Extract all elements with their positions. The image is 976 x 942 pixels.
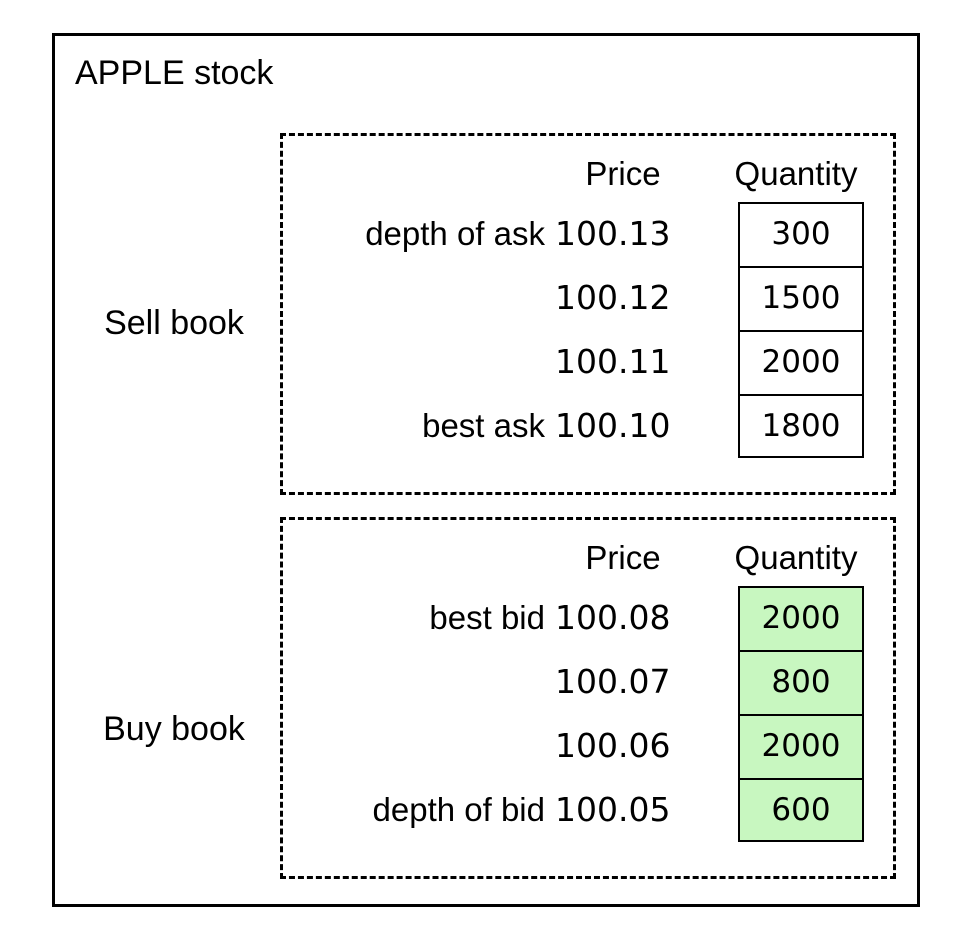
sell-row-tag: best ask: [422, 407, 545, 444]
order-book-panel: APPLE stock Sell book Buy book Price Qua…: [52, 33, 920, 907]
buy-row-tag: depth of bid: [372, 791, 545, 828]
buy-book-side-label: Buy book: [103, 710, 245, 748]
buy-row-quantity: 2000: [738, 586, 864, 650]
buy-row-tag: [283, 650, 545, 714]
buy-book-price-header: Price: [585, 539, 661, 576]
sell-row-price: 100.10: [555, 406, 671, 445]
buy-row-price: 100.05: [555, 790, 671, 829]
buy-book-quantity-header: Quantity: [734, 539, 858, 576]
buy-book-header-row: Price Quantity: [283, 536, 893, 580]
sell-row-price: 100.13: [555, 214, 671, 253]
buy-book-container: Price Quantity best bid 100.08 2000 100.…: [280, 517, 896, 879]
table-row: 100.11 2000: [283, 330, 893, 394]
buy-row-price: 100.07: [555, 662, 671, 701]
sell-row-quantity: 300: [738, 202, 864, 266]
buy-book-rows: best bid 100.08 2000 100.07 800 100.06 2…: [283, 586, 893, 842]
table-row: best bid 100.08 2000: [283, 586, 893, 650]
buy-row-tag: [283, 714, 545, 778]
buy-row-quantity: 600: [738, 778, 864, 842]
sell-book-header-row: Price Quantity: [283, 152, 893, 196]
table-row: depth of bid 100.05 600: [283, 778, 893, 842]
sell-row-price: 100.12: [555, 278, 671, 317]
buy-row-price: 100.08: [555, 598, 671, 637]
buy-row-price: 100.06: [555, 726, 671, 765]
table-row: 100.12 1500: [283, 266, 893, 330]
buy-row-quantity: 2000: [738, 714, 864, 778]
sell-row-quantity: 1500: [738, 266, 864, 330]
table-row: depth of ask 100.13 300: [283, 202, 893, 266]
sell-row-tag: [283, 330, 545, 394]
page-title: APPLE stock: [75, 54, 274, 92]
table-row: best ask 100.10 1800: [283, 394, 893, 458]
sell-book-side-label: Sell book: [104, 304, 244, 342]
sell-row-price: 100.11: [555, 342, 671, 381]
sell-book-rows: depth of ask 100.13 300 100.12 1500 100.…: [283, 202, 893, 458]
buy-row-quantity: 800: [738, 650, 864, 714]
sell-book-quantity-header: Quantity: [734, 155, 858, 192]
sell-book-container: Price Quantity depth of ask 100.13 300 1…: [280, 133, 896, 495]
sell-row-quantity: 2000: [738, 330, 864, 394]
sell-row-tag: [283, 266, 545, 330]
table-row: 100.06 2000: [283, 714, 893, 778]
sell-book-price-header: Price: [585, 155, 661, 192]
buy-row-tag: best bid: [429, 599, 545, 636]
sell-row-tag: depth of ask: [365, 215, 545, 252]
sell-row-quantity: 1800: [738, 394, 864, 458]
table-row: 100.07 800: [283, 650, 893, 714]
